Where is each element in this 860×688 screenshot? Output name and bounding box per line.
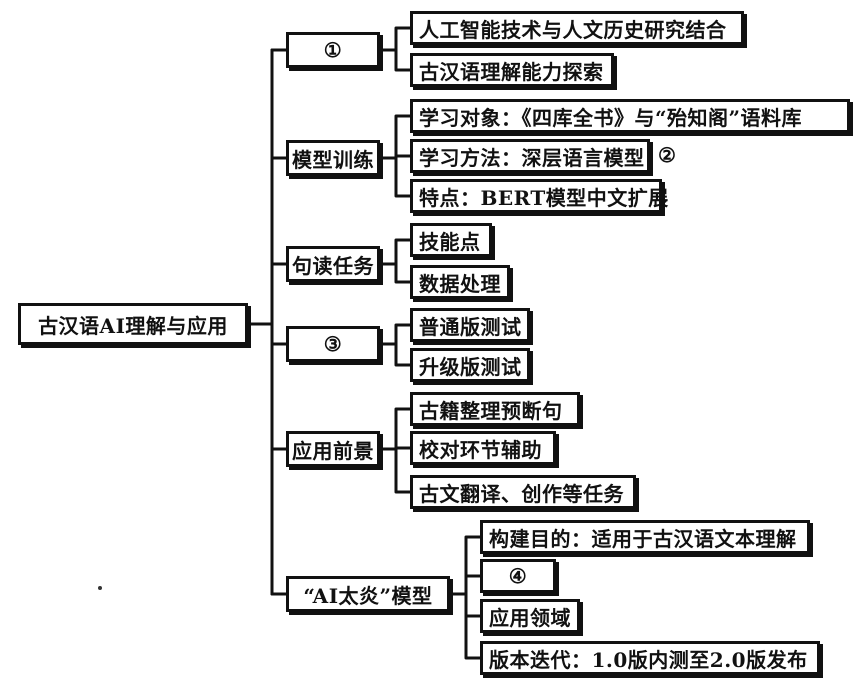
leaf-node-6-2: ④ <box>480 559 556 593</box>
leaf-node-2-2: 学习方法：深层语言模型 <box>410 139 650 173</box>
leaf-node-4-2: 升级版测试 <box>410 348 530 382</box>
branch-node-2: 模型训练 <box>286 140 380 176</box>
branch-node-6: “AI太炎”模型 <box>286 576 450 612</box>
branch-node-1: ① <box>286 32 380 68</box>
leaf-connector-2 <box>378 114 412 198</box>
leaf-node-5-2: 校对环节辅助 <box>410 431 556 465</box>
leaf-node-6-3: 应用领域 <box>480 599 580 633</box>
leaf-node-4-1: 普通版测试 <box>410 308 530 342</box>
leaf-node-3-1: 技能点 <box>410 223 492 257</box>
leaf-node-1-2: 古汉语理解能力探索 <box>410 53 614 87</box>
leaf-connector-1 <box>378 26 412 72</box>
leaf-connector-6 <box>448 535 482 660</box>
leaf-node-6-4: 版本迭代：1.0版内测至2.0版发布 <box>480 641 820 675</box>
leaf-node-2-3: 特点：BERT模型中文扩展 <box>410 179 668 213</box>
branch-node-3: 句读任务 <box>286 246 380 282</box>
leaf-connector-4 <box>378 323 412 367</box>
root-node: 古汉语AI理解与应用 <box>18 303 248 345</box>
leaf-node-3-2: 数据处理 <box>410 265 510 299</box>
scan-dot <box>98 586 102 590</box>
leaf-node-2-1: 学习对象：《四库全书》与“殆知阁”语料库 <box>410 99 850 133</box>
branch-node-4: ③ <box>286 326 380 362</box>
leaf-node-5-1: 古籍整理预断句 <box>410 392 580 426</box>
leaf-connector-5 <box>378 407 412 494</box>
leaf-node-1-1: 人工智能技术与人文历史研究结合 <box>410 11 744 45</box>
leaf-node-5-3: 古文翻译、创作等任务 <box>410 475 636 509</box>
leaf-node-6-1: 构建目的：适用于古汉语文本理解 <box>480 520 810 554</box>
branch-node-5: 应用前景 <box>286 431 380 467</box>
leaf-connector-3 <box>378 238 412 284</box>
annotation-marker: ② <box>658 143 676 167</box>
